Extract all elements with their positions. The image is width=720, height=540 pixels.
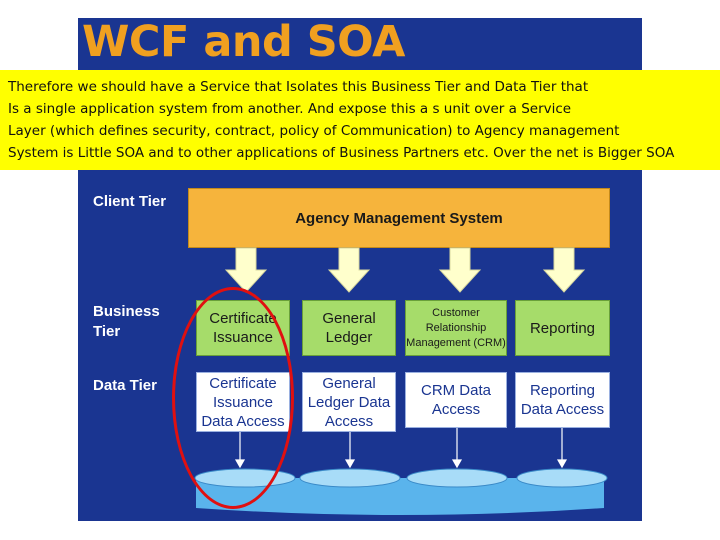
arrow-down-1 [224,247,268,293]
arrow-down-2 [327,247,371,293]
database-icon [299,468,401,488]
client-tier-label: Client Tier [93,193,167,210]
business-tier-label: Business Tier [93,303,160,340]
highlight-ellipse [172,287,294,509]
note-line: Therefore we should have a Service that … [8,79,589,95]
annotation-note: Therefore we should have a Service that … [0,70,720,170]
arrow-down-3 [438,247,482,293]
crm-box: Customer Relationship Management (CRM) [405,300,507,356]
slide-title: WCF and SOA [82,17,405,67]
arrow-down-4 [542,247,586,293]
general-ledger-data-access-box: General Ledger Data Access [302,372,396,432]
database-icon [516,468,608,488]
data-tier-label: Data Tier [93,377,157,394]
note-line: Layer (which defines security, contract,… [8,123,620,139]
general-ledger-box: General Ledger [302,300,396,356]
agency-management-system-box: Agency Management System [188,188,610,248]
database-icon [406,468,508,488]
reporting-box: Reporting [515,300,610,356]
note-line: Is a single application system from anot… [8,101,572,117]
note-line: System is Little SOA and to other applic… [8,145,675,161]
crm-data-access-box: CRM Data Access [405,372,507,428]
reporting-data-access-box: Reporting Data Access [515,372,610,428]
